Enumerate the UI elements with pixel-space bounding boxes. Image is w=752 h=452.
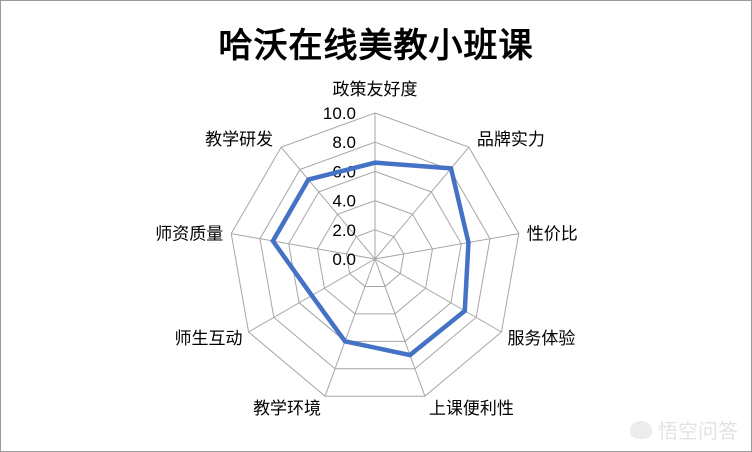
- grid-spoke: [324, 258, 376, 397]
- grid-ring: [316, 200, 434, 315]
- tick-label: 2.0: [332, 221, 356, 240]
- grid-spoke: [374, 233, 519, 260]
- watermark: 悟空问答: [630, 415, 738, 444]
- axis-label: 师生互动: [175, 329, 243, 349]
- axis-label: 服务体验: [507, 329, 575, 349]
- tick-label: 0.0: [332, 250, 356, 269]
- axis-label: 师资质量: [155, 225, 223, 245]
- tick-label: 8.0: [332, 133, 356, 152]
- axis-label: 上课便利性: [429, 399, 514, 419]
- chart-title: 哈沃在线美教小班课: [218, 26, 534, 66]
- grid-spoke: [374, 258, 426, 397]
- grid-ring: [259, 141, 491, 370]
- radial-tick-labels: 0.02.04.06.08.010.0: [323, 104, 356, 269]
- grid-ring: [230, 112, 520, 397]
- watermark-text: 悟空问答: [658, 419, 738, 443]
- grid-spoke: [374, 146, 470, 260]
- grid-spoke: [280, 146, 376, 260]
- axis-label: 政策友好度: [333, 80, 418, 100]
- axis-label: 教学环境: [253, 399, 321, 419]
- axis-label: 教学研发: [205, 130, 273, 150]
- axis-label: 性价比: [527, 225, 578, 245]
- axis-label: 品牌实力: [477, 130, 545, 150]
- radar-grid: [230, 112, 520, 397]
- data-series: [270, 160, 471, 358]
- grid-spoke: [374, 258, 502, 333]
- grid-spoke: [231, 233, 376, 260]
- grid-ring: [288, 170, 462, 342]
- tick-label: 10.0: [323, 104, 356, 123]
- tick-label: 4.0: [332, 192, 356, 211]
- grid-ring: [345, 229, 405, 287]
- series-line: [270, 160, 471, 358]
- wukong-logo-icon: [630, 420, 652, 439]
